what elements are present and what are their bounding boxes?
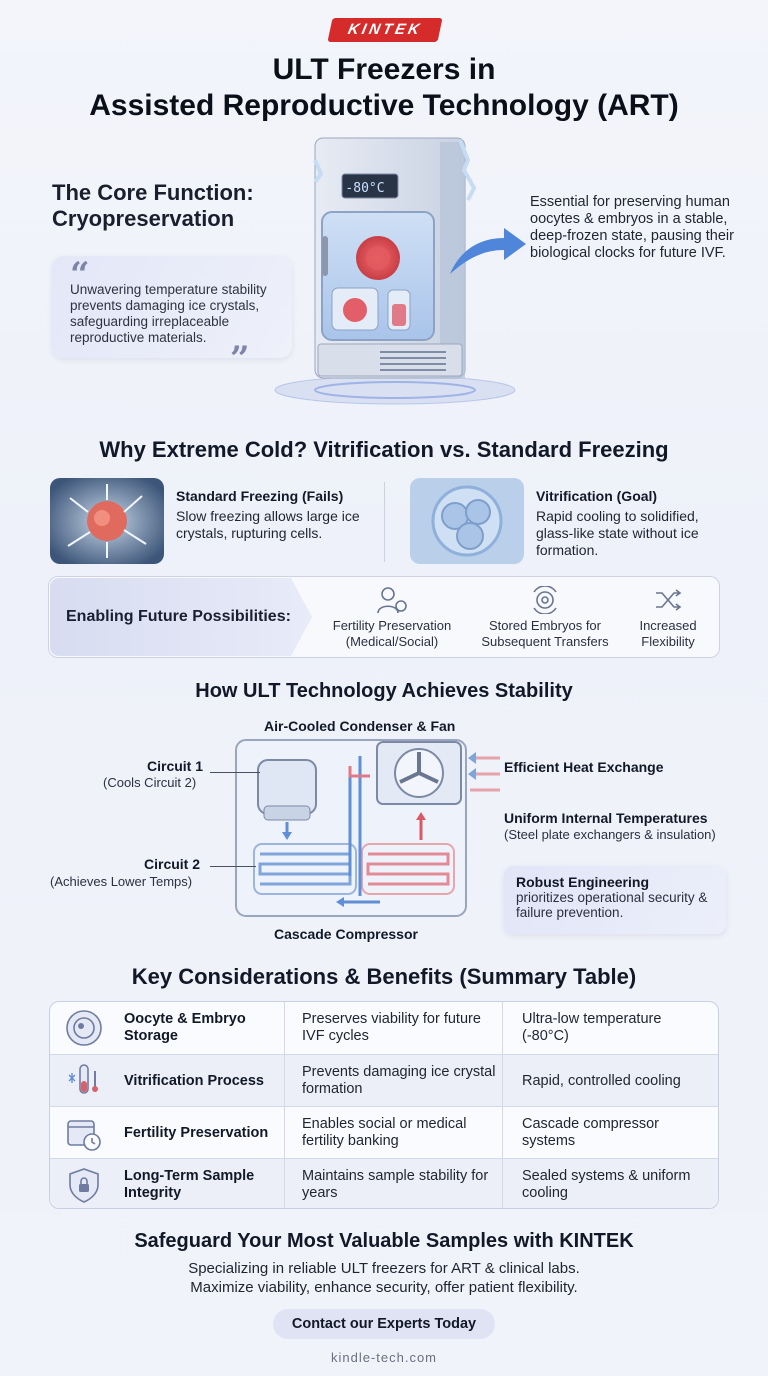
website-url[interactable]: kindle-tech.com (330, 1350, 438, 1365)
cta-text: Specializing in reliable ULT freezers fo… (188, 1260, 580, 1296)
circuit2-sub: (Achieves Lower Temps) (50, 874, 193, 889)
close-quote-icon: ” (230, 339, 250, 379)
vitrification-text: Rapid cooling to solidified, glass-like … (536, 508, 699, 558)
table-row: Fertility Preservation Enables social or… (50, 1106, 718, 1158)
circuit1-sub: (Cools Circuit 2) (103, 775, 197, 790)
circuit2-leader (210, 866, 256, 867)
table-divider (284, 1002, 285, 1208)
arrow-right-icon (450, 228, 526, 274)
embryo-cycle-icon (533, 586, 557, 614)
enable-item-fertility: Fertility Preservation (Medical/Social) (332, 618, 452, 649)
enable-item-flexibility: Increased Flexibility (639, 618, 697, 649)
divider (384, 482, 385, 562)
calendar-clock-icon (67, 1120, 101, 1151)
table-row: Oocyte & Embryo Storage Preserves viabil… (50, 1002, 718, 1054)
cta-title: Safeguard Your Most Valuable Samples wit… (134, 1230, 634, 1252)
circuit1-label: Circuit 1 (147, 758, 204, 774)
quote-text: Unwavering temperature stability prevent… (70, 282, 267, 345)
table-heading: Key Considerations & Benefits (Summary T… (131, 964, 637, 989)
test-tube-icon (68, 1064, 98, 1094)
standard-freezing-text: Slow freezing allows large ice crystals,… (176, 508, 360, 541)
doctor-icon (377, 587, 407, 614)
embryo-icon (66, 1010, 102, 1046)
essential-text: Essential for preserving human oocytes &… (530, 194, 734, 261)
enabling-label: Enabling Future Possibilities: (50, 578, 312, 656)
table-divider (502, 1002, 503, 1208)
shuffle-icon (656, 589, 682, 611)
condenser-label: Air-Cooled Condenser & Fan (264, 718, 456, 734)
robust-engineering-card: Robust Engineering prioritizes operation… (504, 866, 726, 934)
table-row: Vitrification Process Prevents damaging … (50, 1054, 718, 1106)
shield-lock-icon (69, 1168, 99, 1203)
standard-freezing-image (50, 478, 164, 564)
vitrification-title: Vitrification (Goal) (536, 488, 658, 504)
page-title: ULT Freezers in Assisted Reproductive Te… (89, 53, 679, 122)
quote-card: “ Unwavering temperature stability preve… (52, 255, 292, 376)
standard-freezing-title: Standard Freezing (Fails) (176, 488, 344, 504)
technology-heading: How ULT Technology Achieves Stability (195, 680, 573, 702)
uniform-temp-label: Uniform Internal Temperatures (504, 810, 708, 826)
circuit2-label: Circuit 2 (144, 856, 201, 872)
table-row: Long-Term Sample Integrity Maintains sam… (50, 1158, 718, 1208)
kintek-logo: KINTEK (327, 18, 443, 42)
vitrification-image (410, 478, 524, 564)
core-function-title: The Core Function: Cryopreservation (52, 180, 254, 231)
open-quote-icon: “ (70, 255, 90, 295)
summary-table: Oocyte & Embryo Storage Preserves viabil… (49, 1001, 719, 1209)
uniform-temp-sub: (Steel plate exchangers & insulation) (504, 827, 716, 842)
enable-item-stored-embryos: Stored Embryos for Subsequent Transfers (481, 618, 609, 649)
compressor-label: Cascade Compressor (274, 926, 418, 942)
circuit1-leader (210, 772, 260, 773)
contact-experts-button[interactable]: Contact our Experts Today (273, 1309, 495, 1339)
temperature-display: -80°C (345, 181, 385, 196)
heat-exchange-label: Efficient Heat Exchange (504, 759, 664, 775)
vitrification-heading: Why Extreme Cold? Vitrification vs. Stan… (99, 437, 669, 462)
cascade-diagram (235, 739, 500, 917)
